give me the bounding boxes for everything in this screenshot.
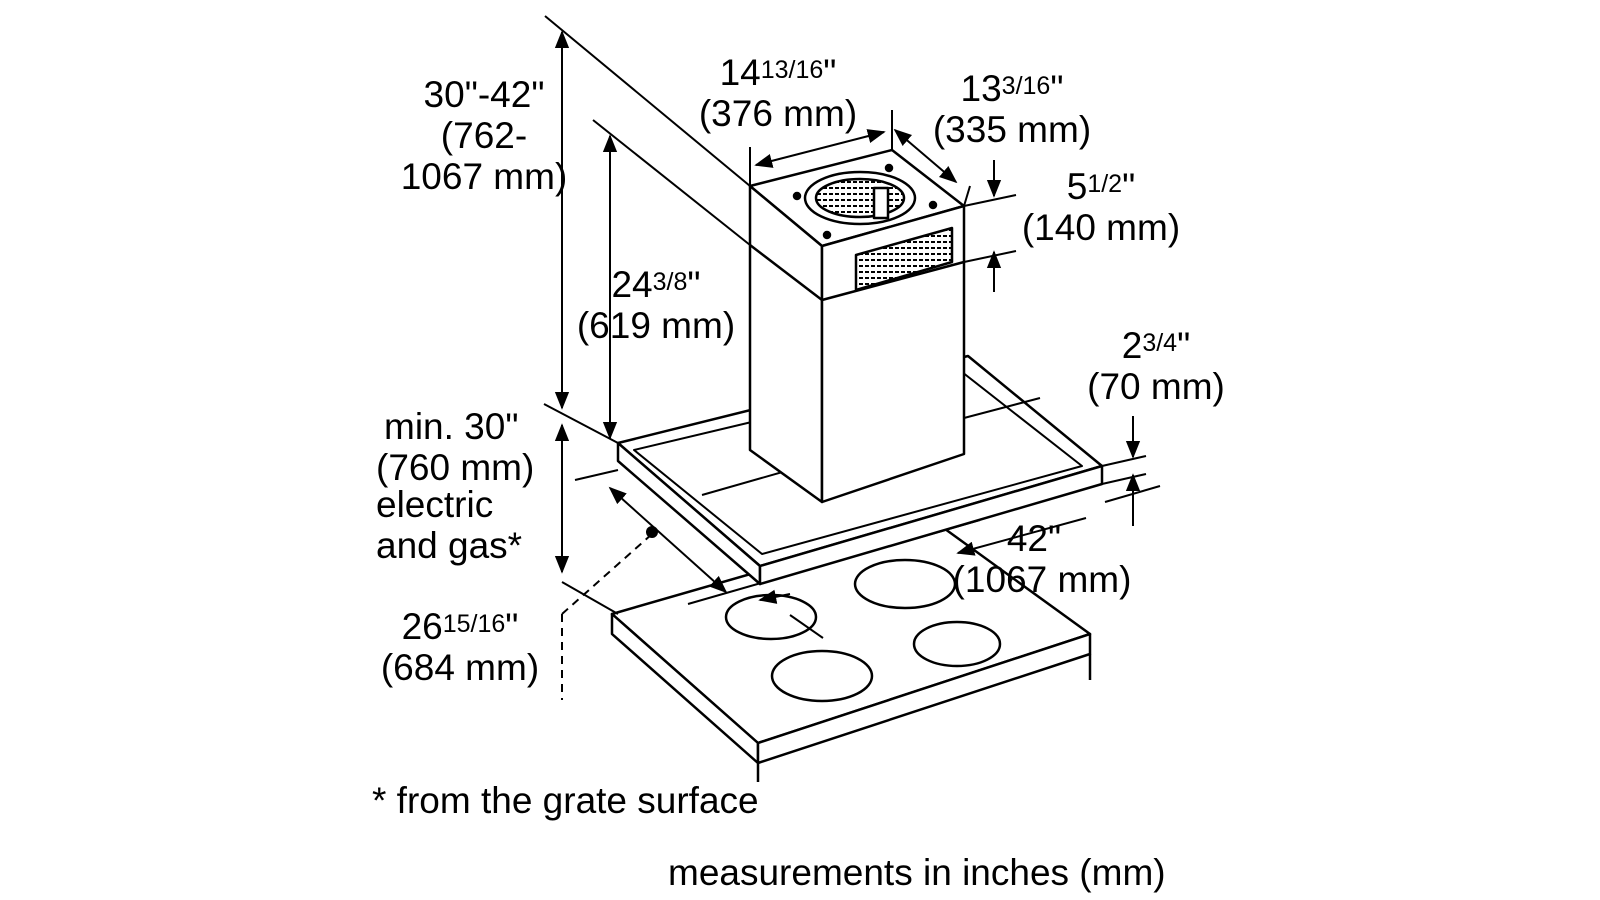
burner-front-right	[770, 649, 874, 703]
canopy-width-label: 42" (1067 mm)	[952, 518, 1132, 600]
burner-back-left	[853, 558, 957, 610]
vent-grille	[854, 226, 954, 292]
chimney-depth-dimension	[893, 128, 971, 207]
chimney-height-dimension	[592, 119, 751, 440]
vent-height-label: 51/2" (140 mm)	[1021, 166, 1181, 248]
canopy-thickness-label: 23/4" (70 mm)	[1087, 325, 1225, 407]
chimney-width-label: 1413/16" (376 mm)	[698, 52, 858, 134]
vent-height-dimension	[963, 160, 1017, 292]
overall-height-label: 30"-42" (762- 1067 mm)	[400, 74, 568, 197]
canopy-depth-dimension	[561, 469, 728, 700]
canopy-depth-label: 2615/16" (684 mm)	[380, 606, 540, 688]
burner-back-right	[912, 620, 1002, 668]
footnote: * from the grate surface	[372, 780, 759, 821]
cooktop	[610, 519, 1092, 782]
chimney-depth-label: 133/16" (335 mm)	[932, 68, 1092, 150]
units-note: measurements in inches (mm)	[668, 852, 1166, 893]
canopy-thickness-dimension	[1101, 416, 1147, 526]
mounting-height-label: min. 30" (760 mm) electric and gas*	[376, 406, 535, 566]
chimney-height-label: 243/8" (619 mm)	[576, 264, 736, 346]
reference-point-marker	[646, 526, 658, 538]
hood-chimney	[748, 148, 966, 504]
mounting-height-dimension	[554, 423, 619, 615]
chimney-width-dimension	[749, 110, 893, 186]
